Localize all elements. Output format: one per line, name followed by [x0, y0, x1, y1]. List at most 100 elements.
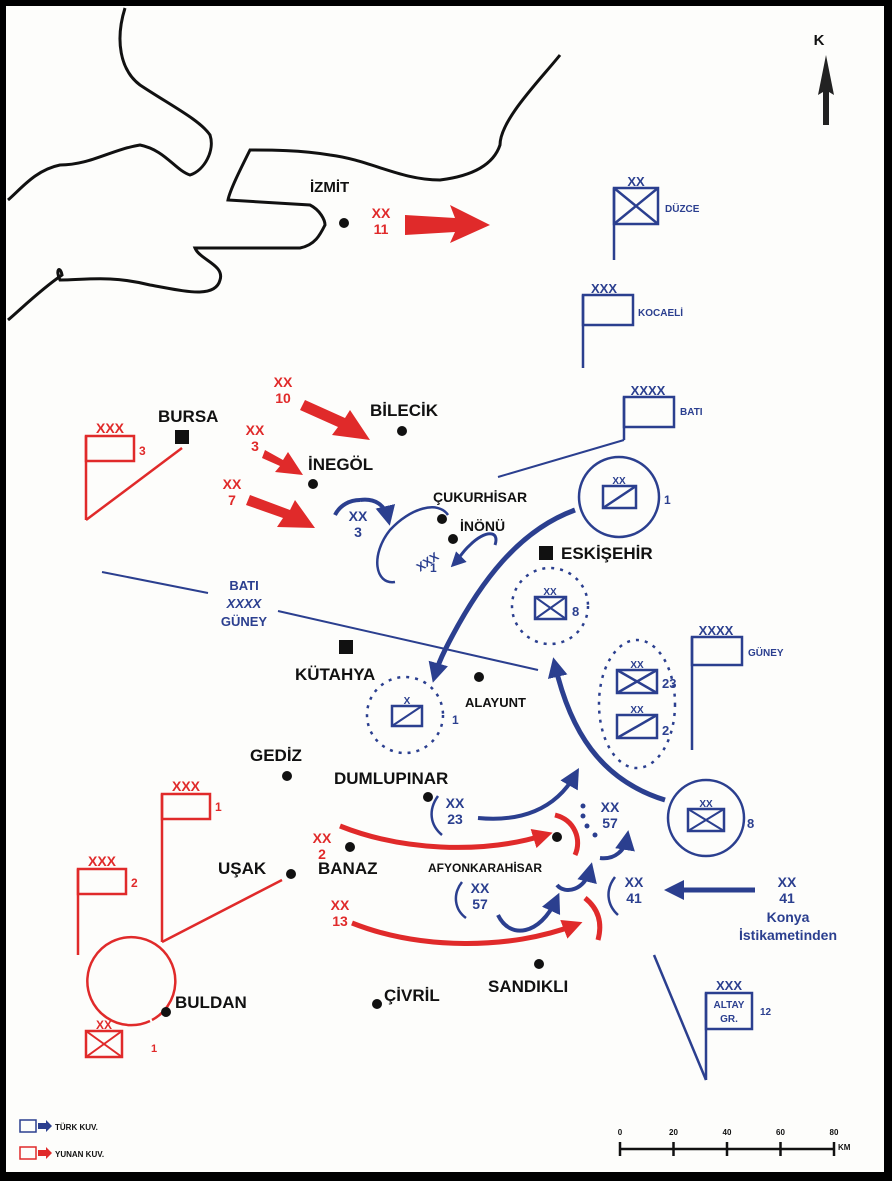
- turk-unit-41b: XX 41: [778, 874, 797, 906]
- turk-bracket-41a: [607, 876, 619, 916]
- city-marker-afyonkarahisar: [552, 832, 562, 842]
- svg-text:XX: XX: [625, 874, 644, 890]
- turk-bracket-57b: [454, 881, 467, 920]
- scale-tick-label: 80: [830, 1128, 839, 1137]
- svg-text:XXX: XXX: [88, 853, 117, 869]
- city-label-inegol: İNEGÖL: [308, 455, 373, 474]
- svg-text:8: 8: [572, 604, 579, 619]
- turk-unit-cav-brig-1: [365, 675, 445, 755]
- svg-text:ALTAY: ALTAY: [714, 1000, 745, 1011]
- svg-text:KM: KM: [838, 1143, 851, 1152]
- city-marker-buldan: [161, 1007, 171, 1017]
- svg-text:1: 1: [452, 713, 459, 727]
- svg-text:2: 2: [662, 723, 669, 738]
- svg-text:DÜZCE: DÜZCE: [665, 202, 700, 215]
- svg-text:BATI: BATI: [680, 407, 703, 418]
- turk-withdraw-arrow-main: [428, 507, 576, 683]
- greek-unit-13: XX 13: [331, 897, 350, 929]
- svg-text:XX: XX: [612, 476, 626, 487]
- svg-text:XXXX: XXXX: [631, 383, 666, 398]
- svg-text:3: 3: [139, 444, 146, 458]
- turk-unit-cav-2: [615, 713, 659, 740]
- svg-text:XX: XX: [601, 799, 620, 815]
- turk-unit-cav-1: [577, 455, 661, 539]
- svg-text:XXX: XXX: [96, 420, 125, 436]
- svg-text:11: 11: [374, 221, 389, 237]
- svg-text:XX: XX: [96, 1018, 112, 1032]
- greek-corps-2: [76, 867, 128, 955]
- city-label-dumlupinar: DUMLUPINAR: [334, 769, 448, 788]
- greek-unit-3: XX 3: [246, 422, 265, 454]
- svg-text:57: 57: [602, 815, 618, 831]
- svg-text:XXX: XXX: [172, 778, 201, 794]
- greek-corps-3: [84, 434, 183, 521]
- city-marker-bilecik: [397, 426, 407, 436]
- svg-text:1: 1: [151, 1043, 157, 1055]
- svg-text:XX: XX: [313, 830, 332, 846]
- greek-defense-arc-2: [583, 896, 603, 941]
- turk-withdraw-arrow-inonu: [450, 532, 498, 568]
- city-label-cukurhisar: ÇUKURHİSAR: [433, 489, 527, 505]
- city-label-buldan: BULDAN: [175, 993, 247, 1012]
- scale-tick-label: 60: [776, 1128, 785, 1137]
- svg-text:XX: XX: [543, 587, 557, 598]
- svg-text:GR.: GR.: [720, 1014, 738, 1025]
- svg-text:KOCAELİ: KOCAELİ: [638, 306, 683, 319]
- turk-bracket-23: [430, 795, 443, 836]
- army-boundary-line-east: [277, 610, 539, 671]
- turk-advance-arrow-57b: [496, 892, 561, 933]
- city-label-afyonkarahisar: AFYONKARAHİSAR: [428, 860, 542, 875]
- city-label-bursa: BURSA: [158, 407, 218, 426]
- coastline: [7, 7, 562, 322]
- svg-text:41: 41: [626, 890, 642, 906]
- greek-advance-arrow-2: [339, 823, 553, 850]
- svg-text:1: 1: [215, 800, 222, 814]
- scale-tick-label: 40: [723, 1128, 732, 1137]
- turk-unit-41a: XX 41: [625, 874, 644, 906]
- turk-unit-57b: XX 57: [471, 880, 490, 912]
- svg-text:12: 12: [760, 1007, 772, 1018]
- city-marker-inegol: [308, 479, 318, 489]
- city-label-izmit: İZMİT: [310, 179, 349, 196]
- svg-text:XX: XX: [274, 374, 293, 390]
- svg-text:3: 3: [251, 438, 259, 454]
- scale-tick-label: 0: [618, 1128, 623, 1137]
- greek-advance-arrow-3: [262, 450, 303, 475]
- svg-text:GÜNEY: GÜNEY: [221, 614, 268, 629]
- greek-corps-1: [160, 792, 283, 944]
- svg-text:BATI: BATI: [229, 578, 258, 593]
- turk-unit-inf-23: [615, 668, 659, 695]
- svg-text:X: X: [404, 696, 411, 707]
- svg-text:13: 13: [332, 913, 348, 929]
- greek-unit-2: XX 2: [313, 830, 332, 862]
- legend-item-turkish: TÜRK KUV.: [19, 1119, 98, 1133]
- city-marker-eskisehir: [539, 546, 553, 560]
- svg-text:3: 3: [354, 524, 362, 540]
- map-canvas: K XX 11 XX DÜZCE XXX KOCAELİ XXXX BATI X…: [6, 6, 884, 1172]
- greek-advance-arrow-10: [300, 400, 370, 440]
- svg-text:7: 7: [228, 492, 236, 508]
- city-label-kutahya: KÜTAHYA: [295, 665, 375, 684]
- turk-advance-arrow-23: [477, 768, 579, 821]
- turk-unit-altay: [652, 954, 754, 1081]
- turk-unit-kocaeli: [581, 293, 635, 368]
- svg-text:1: 1: [430, 561, 437, 575]
- greek-defense-arc-1: [554, 812, 581, 857]
- svg-text:XX: XX: [446, 795, 465, 811]
- svg-text:K: K: [814, 32, 825, 49]
- city-label-usak: UŞAK: [218, 859, 267, 878]
- turk-advance-arrow-north: [547, 657, 666, 803]
- city-label-eskisehir: ESKİŞEHİR: [561, 544, 653, 563]
- turk-unit-bati: [622, 395, 676, 440]
- greek-advance-arrow-7: [246, 495, 315, 528]
- svg-text:XX: XX: [778, 874, 797, 890]
- city-marker-bursa: [175, 430, 189, 444]
- turk-unit-guney: [690, 635, 744, 750]
- svg-text:XXXX: XXXX: [226, 596, 263, 611]
- turk-reserve-oval: [597, 638, 677, 770]
- city-label-alayunt: ALAYUNT: [465, 695, 526, 710]
- turk-unit-inf-8b: [666, 778, 746, 858]
- city-marker-alayunt: [474, 672, 484, 682]
- svg-text:2: 2: [131, 876, 138, 890]
